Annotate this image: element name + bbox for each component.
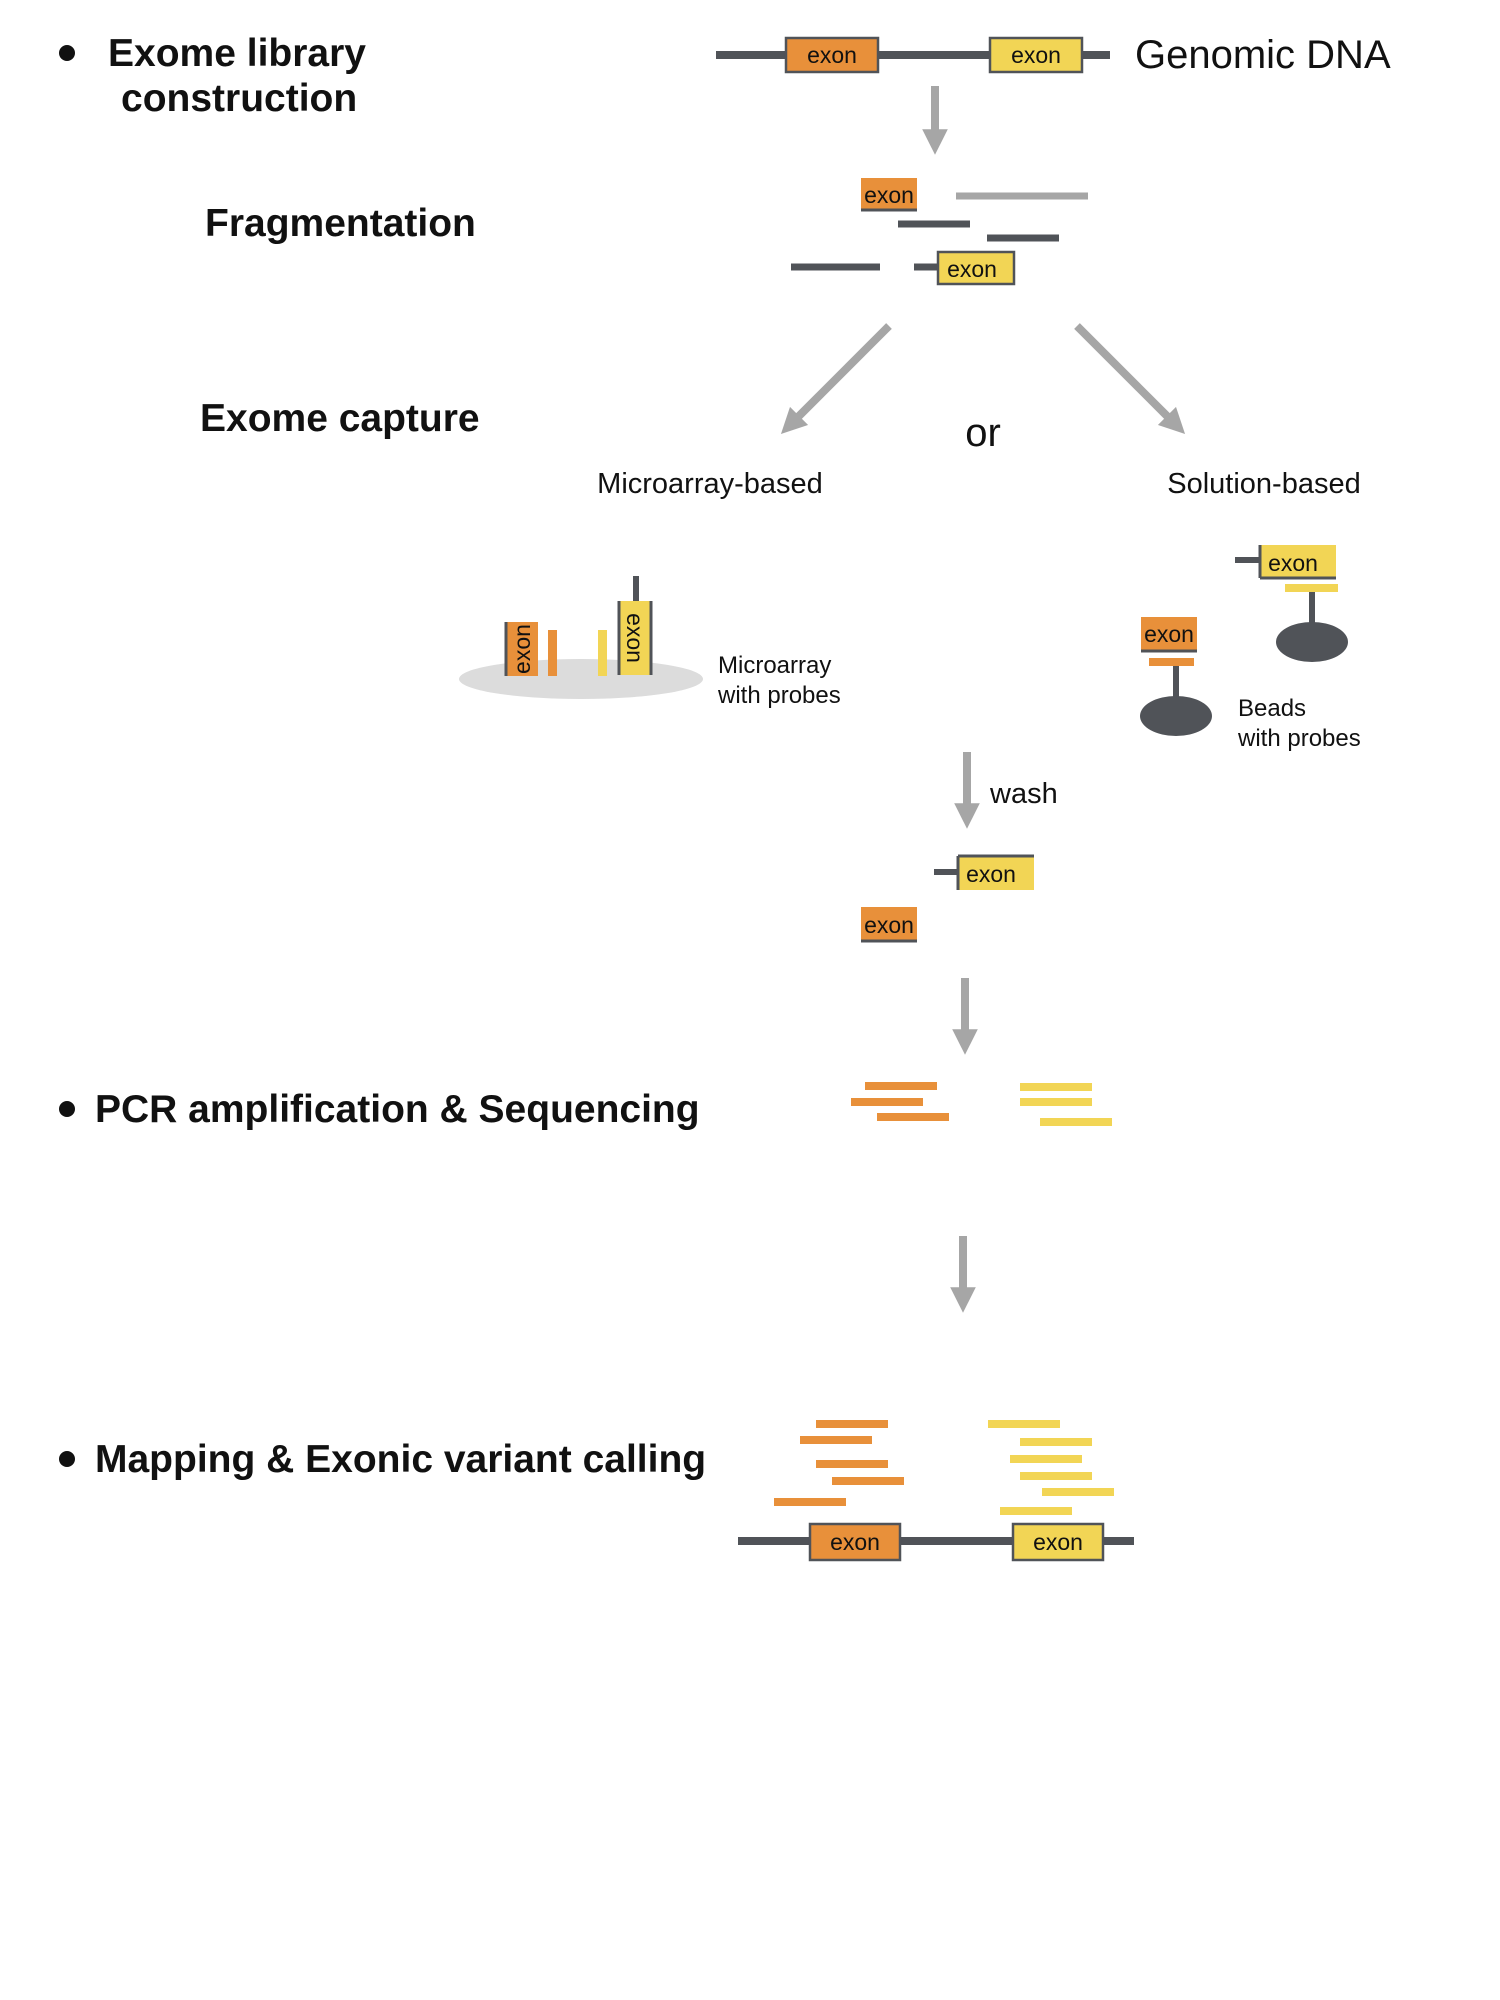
exon-label: exon: [509, 624, 535, 674]
beads-caption-line1: Beads: [1238, 695, 1306, 722]
bullet-icon: [59, 1101, 75, 1117]
exon-label: exon: [966, 861, 1016, 887]
exon-box: [1011, 1522, 1105, 1562]
bullet-icon: [59, 1451, 75, 1467]
reference-genome: exon exon: [738, 1522, 1134, 1562]
exon-label: exon: [947, 256, 997, 282]
exon-box: [861, 178, 917, 210]
amplified-reads: [851, 1082, 1112, 1126]
exon-box: [1260, 545, 1336, 578]
exon-label: exon: [622, 613, 648, 663]
wash-label: wash: [989, 778, 1058, 810]
exon-box: [619, 601, 651, 675]
exon-label: exon: [1011, 42, 1061, 68]
exon-label: exon: [1144, 621, 1194, 647]
step-mapping-title: Mapping & Exonic variant calling: [95, 1438, 706, 1481]
microarray-caption-line2: with probes: [717, 682, 841, 709]
microarray-illustration: exon exon: [459, 576, 703, 699]
exon-box: [808, 1522, 902, 1562]
or-label: or: [965, 411, 1001, 455]
beads-caption-line2: with probes: [1237, 725, 1361, 752]
microarray-based-label: Microarray-based: [597, 468, 823, 500]
exon-box: [506, 622, 538, 676]
bead: [1276, 622, 1348, 662]
beads-illustration: exon exon: [1140, 545, 1348, 736]
bullet-icon: [59, 45, 75, 61]
step-fragmentation-title: Fragmentation: [205, 202, 476, 245]
microarray-caption-line1: Microarray: [718, 652, 831, 679]
exon-label: exon: [1033, 1529, 1083, 1555]
mapped-reads: [774, 1420, 1114, 1515]
exon-label: exon: [830, 1529, 880, 1555]
genomic-dna: exon exon: [716, 36, 1110, 74]
exon-box: [861, 907, 917, 941]
exon-label: exon: [864, 182, 914, 208]
step-pcr-title: PCR amplification & Sequencing: [95, 1088, 700, 1131]
arrow-diagonal-left-icon: [780, 323, 892, 435]
captured-exons: exon exon: [861, 854, 1034, 943]
step-capture-title: Exome capture: [200, 397, 480, 440]
arrow-diagonal-right-icon: [1074, 323, 1186, 435]
dna-fragments: exon exon: [791, 178, 1088, 286]
exon-box: [784, 36, 880, 74]
exon-box: [1141, 617, 1197, 651]
probe: [1149, 658, 1194, 666]
exon-box: [988, 36, 1084, 74]
exon-box: [958, 856, 1034, 890]
step-library-title-line2: construction: [121, 77, 357, 120]
exon-label: exon: [807, 42, 857, 68]
genomic-dna-label: Genomic DNA: [1135, 33, 1391, 77]
probe: [598, 630, 607, 676]
bead: [1140, 696, 1212, 736]
probe: [548, 630, 557, 676]
probe: [1285, 584, 1338, 592]
step-library-title-line1: Exome library: [108, 32, 366, 75]
exon-label: exon: [864, 912, 914, 938]
exon-box: [936, 250, 1016, 286]
solution-based-label: Solution-based: [1167, 468, 1360, 500]
microarray-plate: [459, 659, 703, 699]
exon-label: exon: [1268, 550, 1318, 576]
